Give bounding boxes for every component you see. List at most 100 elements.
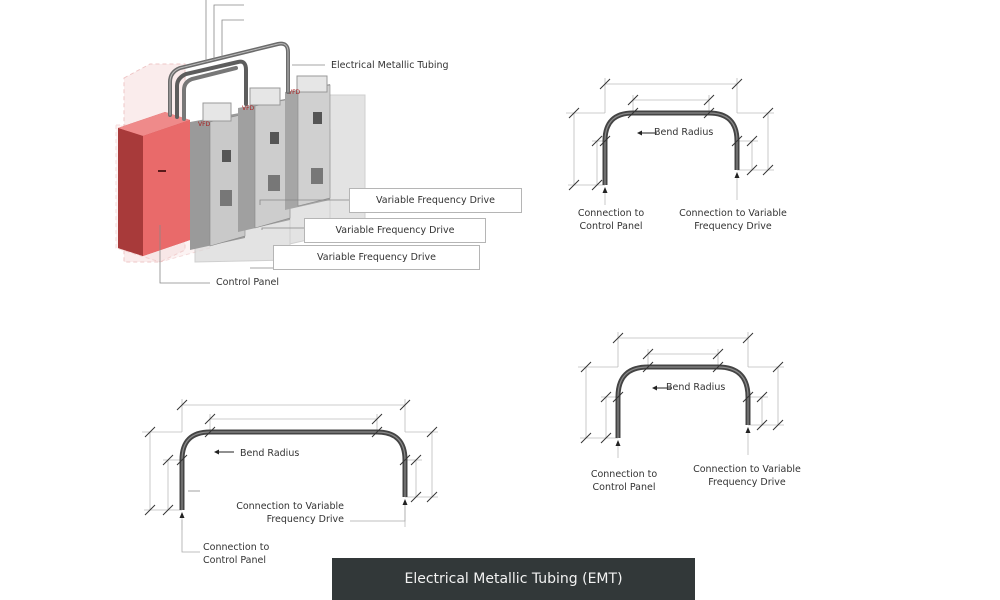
bend-diagram-3-left-leader bbox=[181, 520, 200, 553]
bend-diagram-2-tick bbox=[642, 348, 654, 360]
bend-diagram-3-tick bbox=[144, 426, 156, 438]
bend-radius-label-1: Bend Radius bbox=[654, 127, 714, 138]
bend-diagram-2-tick bbox=[772, 361, 784, 373]
bend-diagram-2-tick bbox=[600, 432, 612, 444]
bend-diagram-1-tick bbox=[746, 164, 758, 176]
bend-diagram-1-tick bbox=[599, 78, 611, 90]
bend-diagram-3-tick bbox=[410, 454, 422, 466]
bend-diagram-1-tick bbox=[591, 135, 603, 147]
bend-diagram-3-tick bbox=[426, 426, 438, 438]
bend-diagram-3-tick bbox=[176, 454, 188, 466]
bend-diagram-3-tick bbox=[176, 399, 188, 411]
bend-diagram-2-tick bbox=[756, 419, 768, 431]
bend-diagram-1-tick bbox=[568, 179, 580, 191]
bend-diagram-3-tick bbox=[371, 413, 383, 425]
left-connection-label-2: Connection to Control Panel bbox=[579, 468, 669, 494]
bend-diagram-2-left-connection-arrow-icon bbox=[615, 440, 621, 446]
right-connection-line-2: Frequency Drive bbox=[708, 477, 786, 488]
bend-diagram-2-tick bbox=[612, 391, 624, 403]
bend-diagram-3-tick bbox=[371, 426, 383, 438]
left-connection-label-1: Connection to Control Panel bbox=[566, 207, 656, 233]
right-connection-label-3: Connection to Variable Frequency Drive bbox=[224, 500, 344, 526]
bend-diagram-2-tube bbox=[615, 364, 751, 438]
bend-diagram-3-tube-highlight bbox=[181, 431, 406, 510]
bend-diagram-2-tick bbox=[642, 361, 654, 373]
bend-diagram-3-tick bbox=[399, 399, 411, 411]
bend-diagram-1-tick bbox=[731, 135, 743, 147]
bend-diagram-1-right-connection-arrow-icon bbox=[734, 172, 740, 178]
right-connection-label-2: Connection to Variable Frequency Drive bbox=[692, 463, 802, 489]
left-connection-line-2: Control Panel bbox=[579, 221, 643, 232]
label-vfd-1: Variable Frequency Drive bbox=[376, 195, 495, 206]
bend-diagram-1-tick bbox=[568, 107, 580, 119]
left-connection-line-1: Connection to bbox=[577, 208, 645, 219]
bend-diagram-3-tick bbox=[204, 426, 216, 438]
vfd-cabinet-3: VFD bbox=[285, 75, 331, 210]
bend-diagram-3-right-connection-arrow-icon bbox=[402, 499, 408, 505]
bend-radius-label-2: Bend Radius bbox=[666, 382, 726, 393]
bend-diagram-2-tick bbox=[712, 348, 724, 360]
label-box-vfd-3: Variable Frequency Drive bbox=[273, 245, 480, 270]
bend-diagram-1-tick bbox=[627, 107, 639, 119]
bend-diagram-1-tick bbox=[746, 135, 758, 147]
bend-diagram-2-tick bbox=[772, 419, 784, 431]
bend-diagram-1-tick bbox=[599, 135, 611, 147]
bend-diagram-3-tick bbox=[399, 454, 411, 466]
title-banner-text: Electrical Metallic Tubing (EMT) bbox=[404, 571, 623, 587]
right-connection-line-1: Connection to Variable bbox=[679, 208, 787, 219]
bend-diagram-3-right-leader bbox=[350, 505, 406, 522]
bend-diagram-3-tick bbox=[162, 454, 174, 466]
label-box-vfd-1: Variable Frequency Drive bbox=[349, 188, 522, 213]
label-emt: Electrical Metallic Tubing bbox=[331, 60, 449, 71]
bend-diagram-1-tick bbox=[627, 94, 639, 106]
vfd-cabinet-2: VFD bbox=[238, 87, 291, 232]
bend-diagram-1-arrowhead-icon bbox=[637, 130, 642, 136]
left-connection-line-2: Control Panel bbox=[203, 555, 266, 566]
title-banner: Electrical Metallic Tubing (EMT) bbox=[332, 558, 695, 600]
vfd-cabinet-1: VFD bbox=[190, 102, 246, 250]
bend-diagram-2-tick bbox=[712, 361, 724, 373]
vfd-badge-2: VFD bbox=[242, 105, 255, 112]
label-vfd-2: Variable Frequency Drive bbox=[335, 225, 455, 236]
left-connection-line-1: Connection to bbox=[203, 542, 270, 553]
bend-diagram-1-tick bbox=[731, 78, 743, 90]
right-connection-line-2: Frequency Drive bbox=[694, 221, 772, 232]
bend-diagram-1-tube bbox=[602, 110, 740, 185]
bend-diagram-1-tick bbox=[591, 179, 603, 191]
bend-diagram-1-tick bbox=[762, 164, 774, 176]
left-connection-label-3: Connection to Control Panel bbox=[203, 541, 269, 567]
bend-diagram-1-tube-highlight bbox=[604, 112, 738, 185]
bend-diagram-2-tick bbox=[600, 391, 612, 403]
bend-diagram-2-tick bbox=[742, 332, 754, 344]
bend-diagram-2-arrowhead-icon bbox=[652, 385, 657, 391]
emt-conduits bbox=[168, 41, 290, 121]
bend-diagram-2-right-connection-arrow-icon bbox=[745, 427, 751, 433]
leader-lines bbox=[159, 0, 350, 284]
bend-diagram-2-tube-highlight bbox=[617, 366, 749, 438]
bend-diagram-3-tick bbox=[426, 491, 438, 503]
bend-diagram-1-left-connection-arrow-icon bbox=[602, 187, 608, 193]
left-connection-line-2: Control Panel bbox=[592, 482, 656, 493]
bend-diagram-2-tick bbox=[742, 391, 754, 403]
bend-diagram-1-tick bbox=[703, 107, 715, 119]
right-connection-line-1: Connection to Variable bbox=[236, 501, 344, 512]
bend-diagram-3-tick bbox=[162, 504, 174, 516]
bend-diagram-3-arrowhead-icon bbox=[214, 449, 219, 455]
bend-radius-label-3: Bend Radius bbox=[240, 448, 300, 459]
bend-diagram-3-tick bbox=[410, 491, 422, 503]
bend-diagram-1-tick bbox=[762, 107, 774, 119]
vfd-badge-3: VFD bbox=[288, 89, 301, 96]
bend-diagram-2-tick bbox=[580, 432, 592, 444]
bend-diagram-2-tick bbox=[612, 332, 624, 344]
bend-diagram-2-tick bbox=[756, 391, 768, 403]
bend-diagram-3-tick bbox=[204, 413, 216, 425]
bend-diagram-3-tube bbox=[179, 429, 408, 510]
right-connection-line-2: Frequency Drive bbox=[266, 514, 344, 525]
label-control-panel: Control Panel bbox=[216, 277, 279, 288]
right-connection-line-1: Connection to Variable bbox=[693, 464, 801, 475]
right-connection-label-1: Connection to Variable Frequency Drive bbox=[678, 207, 788, 233]
bend-diagram-2-tick bbox=[580, 361, 592, 373]
label-box-vfd-2: Variable Frequency Drive bbox=[304, 218, 486, 243]
